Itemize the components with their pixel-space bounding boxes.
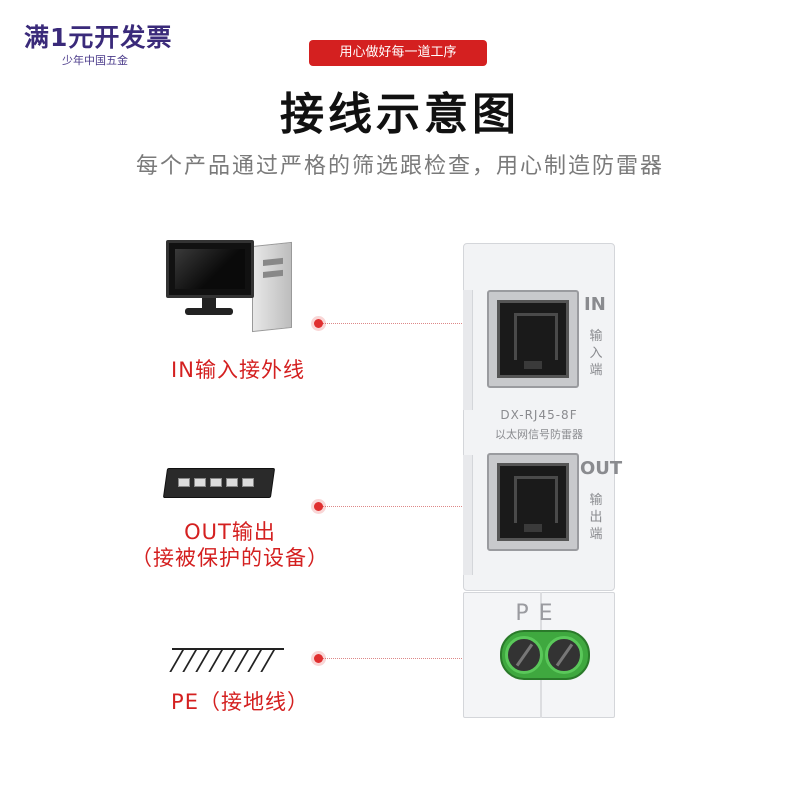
- slogan-badge: 用心做好每一道工序: [309, 40, 487, 66]
- model-number: DX-RJ45-8F: [500, 408, 578, 422]
- connector-line-in: [322, 323, 492, 324]
- label-pe: PE（接地线）: [171, 690, 309, 714]
- out-tag: OUT: [580, 458, 623, 479]
- switch-port: [226, 478, 238, 487]
- out-vertical-label: 输 出 端: [589, 493, 603, 542]
- ground-hatch: [234, 650, 249, 672]
- page-title: 接线示意图: [280, 89, 520, 140]
- switch-port: [178, 478, 190, 487]
- ground-hatch: [247, 650, 262, 672]
- in-tag: IN: [584, 294, 606, 315]
- pe-tag: PE: [515, 601, 563, 626]
- connector-dot-in: [314, 319, 323, 328]
- ground-hatch: [260, 650, 275, 672]
- rj45-port-in[interactable]: [487, 290, 579, 388]
- terminal-screw[interactable]: [505, 636, 543, 674]
- ground-hatch: [182, 650, 197, 672]
- rj45-port-out[interactable]: [487, 453, 579, 551]
- label-out: OUT输出: [184, 520, 276, 544]
- monitor: [166, 240, 254, 298]
- switch-port: [194, 478, 206, 487]
- connector-dot-pe: [314, 654, 323, 663]
- connector-line-out: [322, 506, 492, 507]
- switch-port: [210, 478, 222, 487]
- terminal-screw[interactable]: [545, 636, 583, 674]
- ground-bar: [172, 648, 284, 650]
- switch-port: [242, 478, 254, 487]
- brand-subtitle: 少年中国五金: [62, 54, 128, 67]
- label-in: IN输入接外线: [171, 358, 305, 382]
- device-side-rail: [463, 290, 473, 410]
- ground-hatch: [195, 650, 210, 672]
- ground-hatch: [221, 650, 236, 672]
- label-out-note: （接被保护的设备）: [131, 546, 329, 570]
- model-description: 以太网信号防雷器: [495, 428, 583, 441]
- ground-hatch: [208, 650, 223, 672]
- brand-title: 满1元开发票: [24, 23, 173, 52]
- in-vertical-label: 输 入 端: [589, 329, 603, 378]
- monitor-neck: [202, 298, 216, 310]
- pc-tower: [252, 241, 292, 333]
- connector-dot-out: [314, 502, 323, 511]
- monitor-base: [185, 308, 233, 315]
- page-subtitle: 每个产品通过严格的筛选跟检查，用心制造防雷器: [135, 154, 664, 179]
- device-side-rail: [463, 455, 473, 575]
- ground-hatch: [169, 650, 184, 672]
- connector-line-pe: [322, 658, 502, 659]
